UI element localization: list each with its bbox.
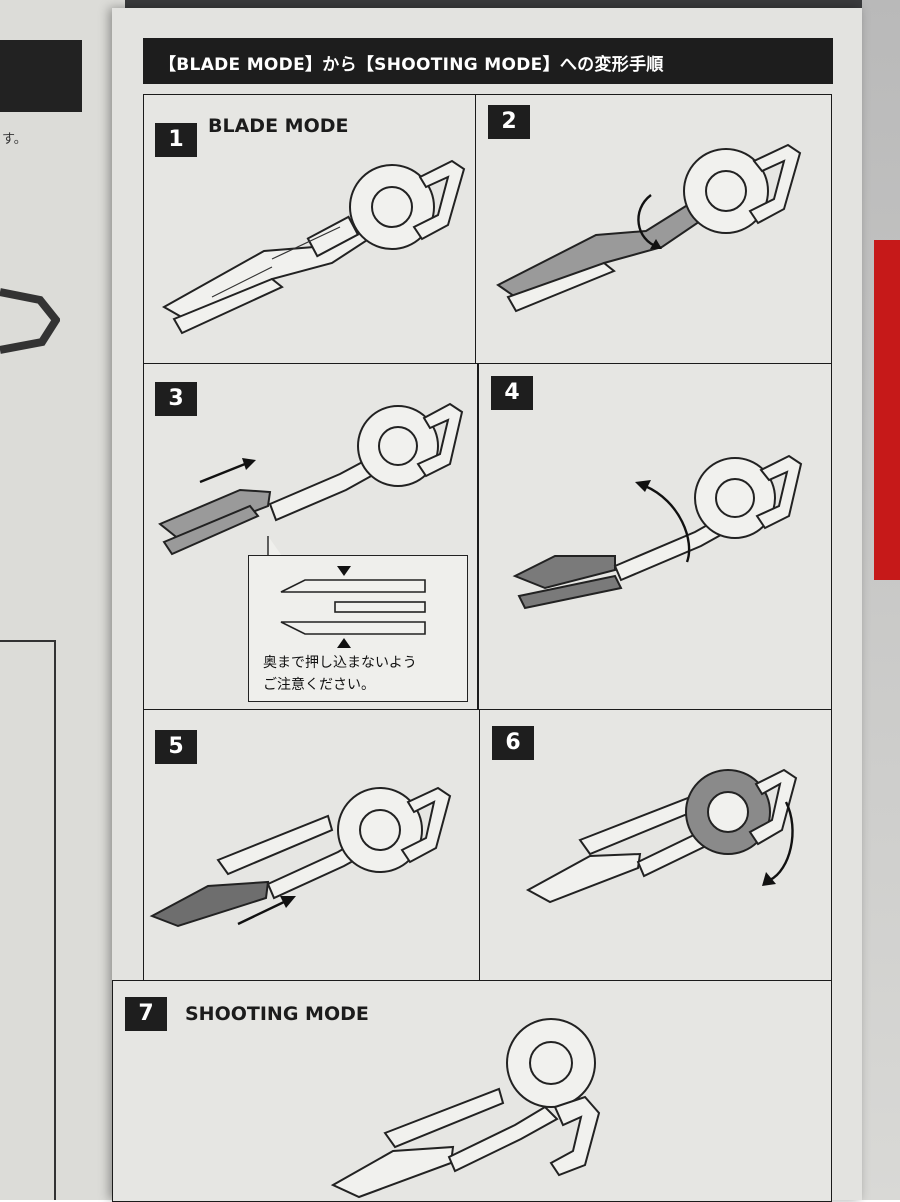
step-5-panel: 5 <box>143 709 482 983</box>
step-2-panel: 2 <box>475 94 832 366</box>
step-7-number: 7 <box>125 997 167 1031</box>
left-page-frame <box>0 640 56 1200</box>
left-page: す。 <box>0 0 125 1200</box>
caution-text-line-1: 奥まで押し込まないよう <box>263 652 417 672</box>
step-4-illustration <box>505 446 825 626</box>
step-5-illustration <box>148 766 473 976</box>
step-2-number: 2 <box>488 105 530 139</box>
page-title-bar: 【BLADE MODE】から【SHOOTING MODE】への変形手順 <box>143 38 833 84</box>
background-right-edge <box>862 0 900 1200</box>
arrow-down-icon <box>337 566 351 576</box>
caution-text-line-2: ご注意ください。 <box>263 674 375 694</box>
background-red-object <box>874 240 900 580</box>
caution-callout: 奥まで押し込まないよう ご注意ください。 <box>248 555 468 702</box>
left-page-text-fragment: す。 <box>2 128 27 147</box>
step-7-panel: 7 SHOOTING MODE <box>112 980 832 1202</box>
arrow-up-icon <box>337 638 351 648</box>
step-5-number: 5 <box>155 730 197 764</box>
left-page-part-illustration <box>0 280 60 360</box>
blade-mode-illustration <box>152 147 467 357</box>
step-6-illustration <box>520 750 825 930</box>
step-1-label: BLADE MODE <box>208 115 348 137</box>
step-4-panel: 4 <box>478 363 832 712</box>
left-page-header-bar <box>0 40 82 112</box>
shooting-mode-illustration <box>323 1017 623 1201</box>
step-4-number: 4 <box>491 376 533 410</box>
step-3-illustration <box>150 394 470 564</box>
step-6-panel: 6 <box>479 709 832 983</box>
callout-detail-illustration <box>275 562 455 652</box>
page-title: 【BLADE MODE】から【SHOOTING MODE】への変形手順 <box>159 50 664 75</box>
step-1-panel: 1 BLADE MODE <box>143 94 478 366</box>
step-2-illustration <box>486 135 821 355</box>
